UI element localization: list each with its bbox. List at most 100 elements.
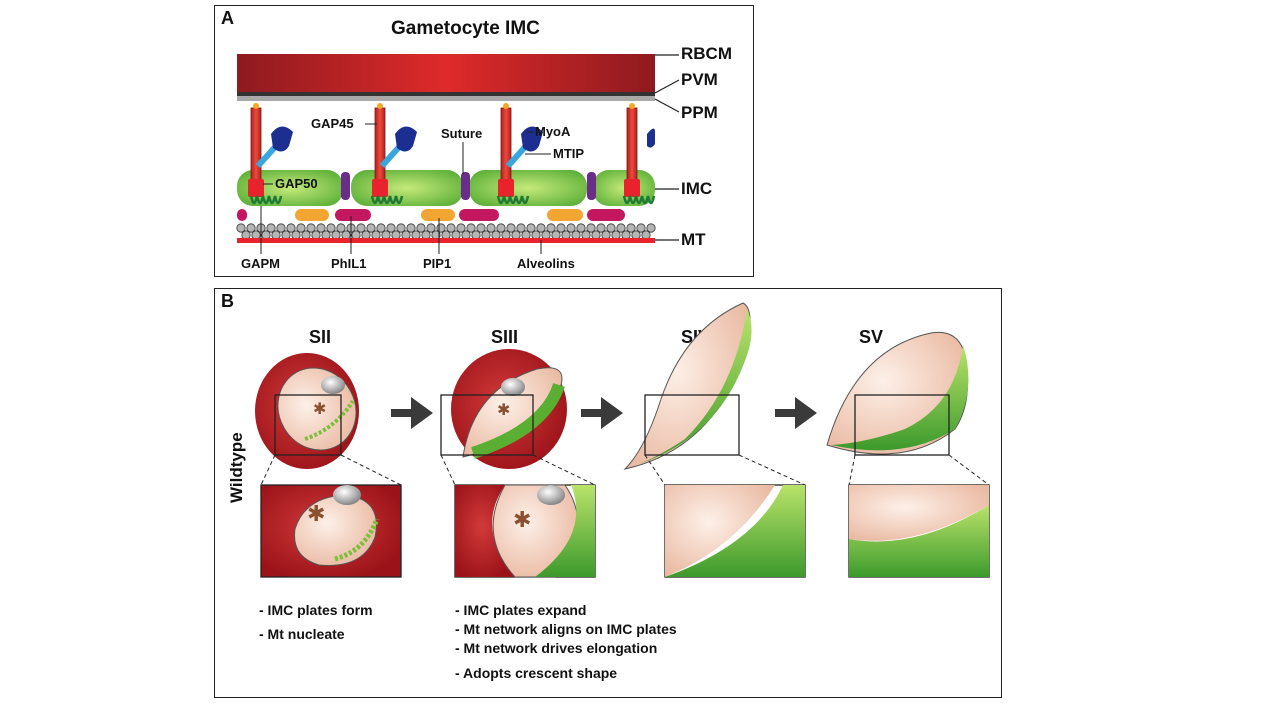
label-mt: MT bbox=[681, 230, 706, 249]
label-ppm: PPM bbox=[681, 103, 718, 122]
alveolin-bead bbox=[276, 223, 286, 233]
gap45-unit bbox=[624, 103, 655, 197]
alveolin-bead bbox=[491, 230, 501, 240]
panel-a: A Gametocyte IMC bbox=[214, 5, 754, 277]
panel-b-letter: B bbox=[221, 291, 234, 311]
alveolin-bead bbox=[521, 230, 531, 240]
alveolin-bead bbox=[361, 230, 371, 240]
alveolin-bead bbox=[641, 230, 651, 240]
alveolin-bead bbox=[291, 230, 301, 240]
alveolin-bead bbox=[261, 230, 271, 240]
note-line: - Mt network aligns on IMC plates bbox=[455, 621, 677, 637]
alveolin-bead bbox=[596, 223, 606, 233]
label-rbcm: RBCM bbox=[681, 44, 732, 63]
alveolin-bead bbox=[506, 223, 516, 233]
alveolin-bead bbox=[501, 230, 511, 240]
alveolin-bead bbox=[546, 223, 556, 233]
gap45-unit bbox=[372, 103, 417, 197]
alveolin-bead bbox=[551, 230, 561, 240]
alveolin-bead bbox=[321, 230, 331, 240]
note-line: - IMC plates form bbox=[259, 602, 373, 618]
alveolin-bead bbox=[336, 223, 346, 233]
stage-label-siii: SIII bbox=[491, 327, 519, 347]
alveolin-bead bbox=[636, 223, 646, 233]
imc-plate bbox=[351, 170, 463, 206]
label-phil1: PhIL1 bbox=[331, 256, 367, 271]
alveolin-bead bbox=[246, 223, 256, 233]
alveolin-bead bbox=[586, 223, 596, 233]
alveolin-bead bbox=[576, 223, 586, 233]
alveolin-bead bbox=[516, 223, 526, 233]
alveolin-bead bbox=[366, 223, 376, 233]
gap45-unit bbox=[248, 103, 264, 197]
alveolin-bead bbox=[331, 230, 341, 240]
alveolin-bead bbox=[536, 223, 546, 233]
alveolin-bead bbox=[236, 223, 246, 233]
note-line: - Mt nucleate bbox=[259, 626, 345, 642]
alveolin-bead bbox=[401, 230, 411, 240]
alveolin-bead bbox=[441, 230, 451, 240]
ppm-membrane bbox=[237, 96, 655, 101]
label-myoa: MyoA bbox=[535, 124, 571, 139]
note-line: - Adopts crescent shape bbox=[455, 665, 618, 681]
stage-siii-cell: ✱ bbox=[451, 349, 567, 469]
alveolin-bead bbox=[391, 230, 401, 240]
alveolin-bead bbox=[406, 223, 416, 233]
alveolin-bead bbox=[356, 223, 366, 233]
stage-siv-cell bbox=[623, 302, 752, 470]
suture-mark bbox=[461, 172, 470, 200]
panel-b: B Wildtype SII SIII SIV SV bbox=[214, 288, 1002, 698]
alveolin-bead bbox=[301, 230, 311, 240]
pvm-membrane bbox=[237, 92, 655, 96]
alveolin-bead bbox=[311, 230, 321, 240]
label-mtip: MTIP bbox=[553, 146, 585, 161]
svg-text:✱: ✱ bbox=[497, 400, 510, 419]
alveolin-bead bbox=[451, 230, 461, 240]
alveolin-bead bbox=[566, 223, 576, 233]
gap45-unit bbox=[498, 103, 543, 197]
alveolin-bead bbox=[496, 223, 506, 233]
zoom-box bbox=[854, 394, 950, 456]
svg-text:✱: ✱ bbox=[313, 399, 326, 418]
label-gapm: GAPM bbox=[241, 256, 280, 271]
alveolin-bead bbox=[556, 223, 566, 233]
alveolin-bead bbox=[476, 223, 486, 233]
stage-illustrations: ✱ ✱ ✱ ✱ bbox=[255, 302, 990, 578]
imc-schematic bbox=[236, 54, 680, 254]
mt-line bbox=[237, 238, 655, 243]
alveolin-bead bbox=[611, 230, 621, 240]
label-suture: Suture bbox=[441, 126, 483, 141]
panel-a-letter: A bbox=[221, 8, 234, 28]
alveolin-bead bbox=[526, 223, 536, 233]
alveolin-bead bbox=[281, 230, 291, 240]
alveolin-bead bbox=[251, 230, 261, 240]
notes-early: - IMC plates form - Mt nucleate bbox=[259, 601, 373, 644]
suture-mark bbox=[341, 172, 350, 200]
zoom-box bbox=[440, 394, 534, 456]
alveolin-bead bbox=[511, 230, 521, 240]
arrow-icon bbox=[391, 397, 433, 429]
alveolin-bead bbox=[616, 223, 626, 233]
alveolin-bead bbox=[591, 230, 601, 240]
label-pvm: PVM bbox=[681, 70, 718, 89]
alveolin-bead bbox=[241, 230, 251, 240]
alveolin-bead bbox=[471, 230, 481, 240]
alveolin-bead bbox=[621, 230, 631, 240]
alveolin-bead bbox=[376, 223, 386, 233]
note-line: - IMC plates expand bbox=[455, 602, 587, 618]
suture-mark bbox=[587, 172, 596, 200]
zoom-box bbox=[644, 394, 740, 456]
alveolin-bead bbox=[601, 230, 611, 240]
alveolin-bead bbox=[531, 230, 541, 240]
arrow-icon bbox=[775, 397, 817, 429]
alveolin-bead bbox=[461, 230, 471, 240]
alveolin-bead bbox=[266, 223, 276, 233]
alveolin-beads bbox=[236, 223, 656, 240]
alveolin-bead bbox=[421, 230, 431, 240]
label-pip1: PIP1 bbox=[423, 256, 452, 271]
stage-sv-cell bbox=[826, 331, 969, 455]
alveolin-bead bbox=[371, 230, 381, 240]
alveolin-bead bbox=[581, 230, 591, 240]
alveolin-bead bbox=[606, 223, 616, 233]
alveolin-bead bbox=[481, 230, 491, 240]
